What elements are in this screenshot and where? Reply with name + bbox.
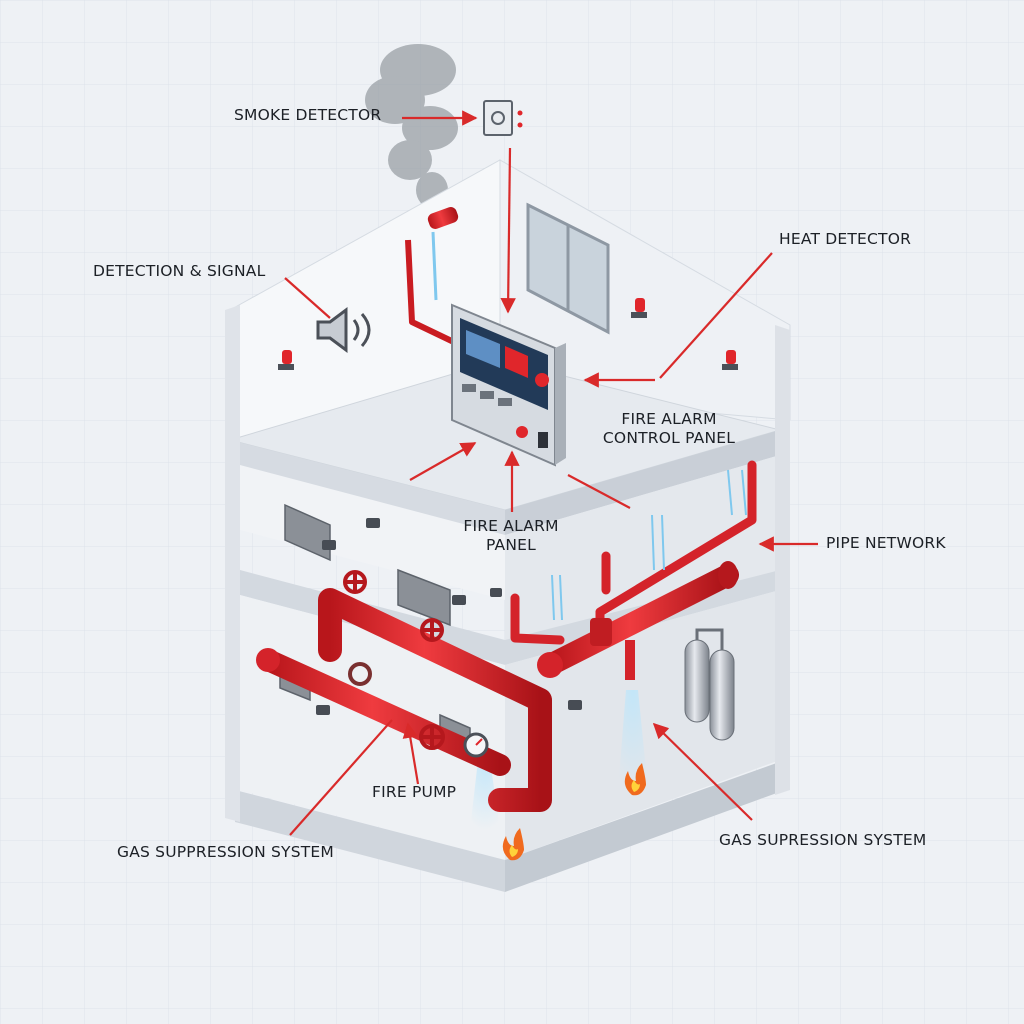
building-structure xyxy=(225,159,791,892)
main-pipe-network xyxy=(537,561,739,680)
signal-pipe xyxy=(405,207,462,348)
gas-cylinder-icon xyxy=(684,628,735,741)
label-smoke-detector: SMOKE DETECTOR xyxy=(234,106,382,124)
label-fap-line2: PANEL xyxy=(486,536,536,554)
label-gas-suppression-left: GAS SUPPRESSION SYSTEM xyxy=(117,843,334,861)
office-chair-icon xyxy=(316,518,582,715)
flame-icon xyxy=(502,763,646,861)
label-facp-line1: FIRE ALARM xyxy=(621,410,717,428)
label-pipe-network: PIPE NETWORK xyxy=(826,534,946,552)
label-heat-detector: HEAT DETECTOR xyxy=(779,230,912,248)
label-fire-alarm-control-panel: FIRE ALARM CONTROL PANEL xyxy=(594,410,744,448)
valve-wheel-icon xyxy=(343,570,445,750)
leader-lines xyxy=(284,110,818,836)
pressure-gauge-icon xyxy=(463,732,489,758)
label-facp-line2: CONTROL PANEL xyxy=(602,429,736,447)
label-fire-alarm-panel: FIRE ALARM PANEL xyxy=(446,517,576,555)
label-fire-pump: FIRE PUMP xyxy=(372,783,457,801)
control-panel-icon xyxy=(451,303,566,467)
fire-pump-piping xyxy=(256,588,552,812)
window-icon xyxy=(526,202,610,335)
strobe-light-icon xyxy=(278,298,738,370)
label-detection-signal: DETECTION & SIGNAL xyxy=(93,262,266,280)
label-gas-suppression-right: GAS SUPRESSION SYSTEM xyxy=(719,831,927,849)
smoke-detector-icon xyxy=(483,100,523,136)
label-fap-line1: FIRE ALARM xyxy=(463,517,559,535)
speaker-icon xyxy=(316,307,371,353)
